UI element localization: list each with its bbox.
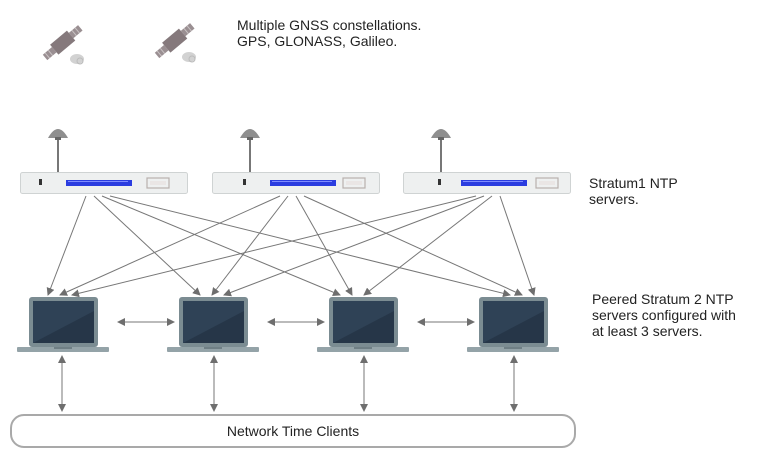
satellite-icon <box>42 25 84 65</box>
stratum2-label: Peered Stratum 2 NTP servers configured … <box>592 291 736 339</box>
network-time-clients-box: Network Time Clients <box>10 414 576 448</box>
gnss-description: Multiple GNSS constellations. <box>237 17 422 33</box>
gnss-label: Multiple GNSS constellations. GPS, GLONA… <box>237 17 421 49</box>
satellite-icon <box>154 23 196 63</box>
laptop-icon <box>317 297 409 352</box>
stratum1-to-stratum2-arrow <box>223 195 485 297</box>
stratum2-server-2 <box>166 296 260 356</box>
laptop-icon <box>167 297 259 352</box>
gnss-antenna-icon <box>48 129 68 172</box>
satellite-1 <box>38 18 88 68</box>
stratum1-to-stratum2-arrow <box>109 195 511 298</box>
stratum2-label-line3: at least 3 servers. <box>592 323 703 339</box>
stratum1-server-3 <box>403 124 571 196</box>
stratum1-to-stratum2-arrow <box>71 195 477 298</box>
gnss-systems: GPS, GLONASS, Galileo. <box>237 33 398 49</box>
stratum2-server-1 <box>16 296 110 356</box>
stratum1-to-stratum2-arrow <box>101 195 341 297</box>
stratum1-to-stratum2-arrow <box>59 195 281 296</box>
stratum1-to-stratum2-arrow <box>295 195 353 296</box>
stratum1-label: Stratum1 NTP servers. <box>589 175 678 207</box>
gnss-antenna-icon <box>431 129 451 172</box>
stratum2-server-3 <box>316 296 410 356</box>
stratum1-server-1 <box>20 124 188 196</box>
stratum1-to-stratum2-arrow <box>93 195 201 296</box>
rack-server-icon <box>20 172 188 194</box>
stratum1-server-2 <box>212 124 380 196</box>
stratum1-to-stratum2-arrow <box>499 195 536 296</box>
rack-server-icon <box>403 172 571 194</box>
stratum1-to-stratum2-arrow <box>46 195 87 296</box>
stratum1-to-stratum2-arrow <box>363 195 493 296</box>
stratum1-label-line2: servers. <box>589 191 639 207</box>
stratum2-label-line2: servers configured with <box>592 307 736 323</box>
stratum2-server-4 <box>466 296 560 356</box>
stratum1-label-line1: Stratum1 NTP <box>589 175 678 191</box>
laptop-icon <box>467 297 559 352</box>
stratum1-to-stratum2-arrow <box>303 195 523 296</box>
laptop-icon <box>17 297 109 352</box>
network-time-clients-label: Network Time Clients <box>226 423 360 439</box>
rack-server-icon <box>212 172 380 194</box>
stratum2-label-line1: Peered Stratum 2 NTP <box>592 291 734 307</box>
stratum1-to-stratum2-arrow <box>211 195 289 296</box>
satellite-2 <box>150 16 200 66</box>
gnss-antenna-icon <box>240 129 260 172</box>
